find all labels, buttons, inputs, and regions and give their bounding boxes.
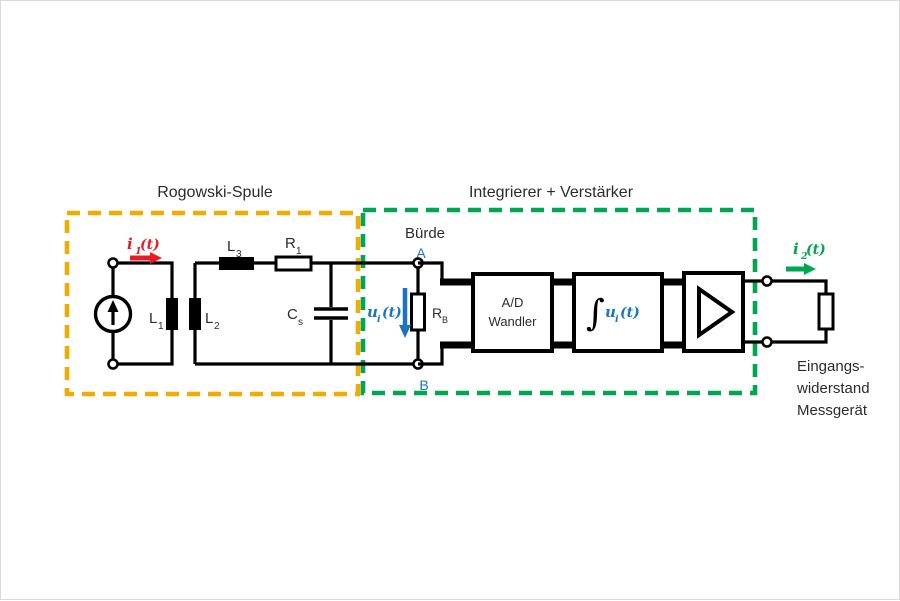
R1-label: R: [285, 235, 296, 252]
output-current-label: i 2 (t): [786, 240, 826, 275]
load-caption: Eingangs- widerstand Messgerät: [796, 358, 870, 419]
L3-label-sub: 3: [236, 249, 242, 260]
Cs-label-sub: s: [298, 317, 303, 328]
amplifier-triangle-icon: [697, 285, 736, 339]
adc-block: A/D Wandler: [471, 272, 554, 353]
adc-label-line2: Wandler: [489, 314, 538, 329]
L1-label-sub: 1: [158, 321, 164, 332]
inductor-L3: [219, 257, 254, 270]
current-source-arrow-head: [107, 300, 119, 312]
ui-symbol: u: [367, 303, 378, 321]
output-terminal-top: [761, 275, 773, 287]
i2-subscript: 2: [800, 251, 808, 262]
i1-argument: (t): [140, 237, 160, 253]
load-caption-line1: Eingangs-: [797, 358, 865, 375]
i1-subscript: 1: [135, 246, 142, 257]
ui-subscript: i: [377, 314, 381, 325]
RB-label: R: [432, 305, 442, 321]
primary-loop: [93, 257, 178, 370]
amplifier-block: [682, 271, 745, 353]
source-terminal-top: [107, 257, 119, 269]
secondary-loop: [189, 255, 418, 366]
L1-label: L: [149, 310, 157, 327]
load-wire-top: [772, 279, 828, 294]
int-ui-symbol: u: [605, 303, 616, 321]
integrator-block: ∫ u i (t): [572, 272, 664, 353]
adc-box: [471, 272, 554, 353]
adc-label-line1: A/D: [502, 295, 524, 310]
rogowski-section-box: [64, 210, 361, 397]
integrator-section-title: Integrierer + Verstärker: [469, 184, 634, 201]
load-circuit: [772, 279, 835, 344]
int-ui-subscript: i: [615, 314, 619, 325]
node-a-label: A: [416, 245, 426, 261]
inductor-L2: [189, 298, 201, 330]
R1-label-sub: 1: [296, 246, 302, 257]
rogowski-section-title: Rogowski-Spule: [157, 184, 273, 201]
resistor-R1: [274, 255, 313, 272]
burden-branch: Bürde A B R B u i (t): [367, 225, 448, 393]
ui-argument: (t): [382, 305, 402, 321]
load-caption-line3: Messgerät: [797, 402, 868, 419]
source-terminal-bottom: [107, 358, 119, 370]
integral-sign: ∫: [586, 293, 605, 334]
integrator-section-box: [360, 207, 758, 396]
output-terminal-bottom: [761, 336, 773, 348]
step-wire-bottom: [418, 346, 444, 366]
i1-arrow-head: [150, 252, 162, 264]
i1-symbol: i: [127, 235, 133, 253]
input-current-label: i 1 (t): [127, 235, 162, 264]
load-wire-bottom: [772, 329, 828, 344]
burden-title: Bürde: [405, 225, 445, 242]
ui-arrow-head: [399, 325, 411, 338]
load-resistor: [817, 292, 835, 331]
L3-label: L: [227, 238, 235, 255]
node-b-label: B: [419, 377, 428, 393]
inductor-L1: [166, 298, 178, 330]
L2-label: L: [205, 310, 213, 327]
int-ui-argument: (t): [620, 305, 640, 321]
Cs-label: C: [287, 306, 298, 323]
i2-argument: (t): [806, 242, 826, 258]
integrator-box: [572, 272, 664, 353]
RB-label-sub: B: [442, 315, 448, 325]
load-caption-line2: widerstand: [796, 380, 870, 397]
step-wire-top: [418, 261, 444, 281]
resistor-RB: [410, 292, 426, 332]
L2-label-sub: 2: [214, 321, 220, 332]
i2-symbol: i: [793, 240, 799, 258]
i2-arrow-head: [804, 263, 816, 275]
